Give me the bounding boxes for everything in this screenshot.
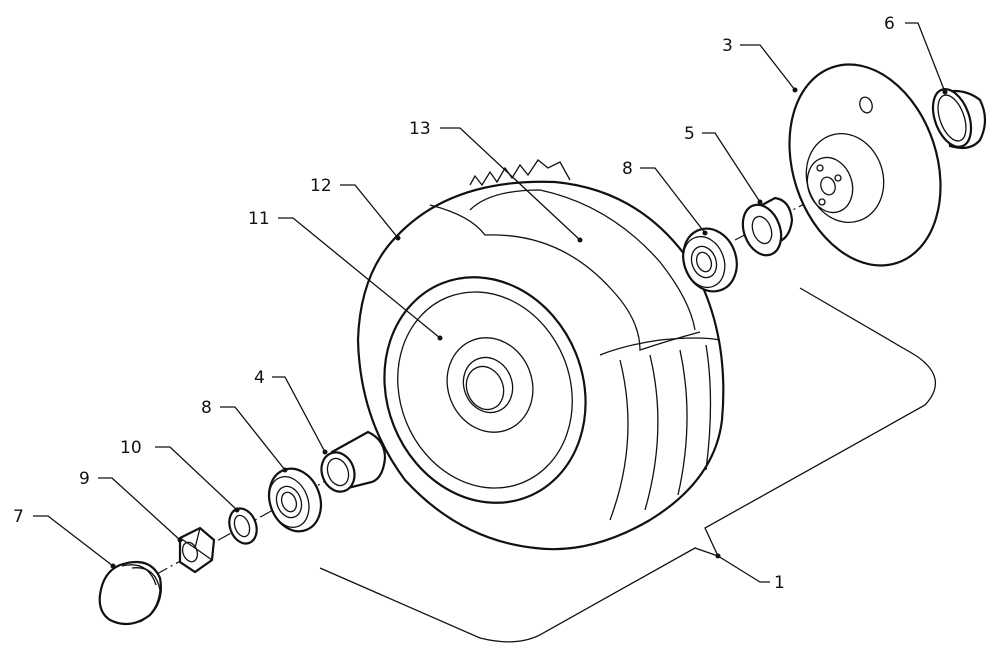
retaining-ring: [931, 88, 987, 150]
callout-4: 4: [254, 368, 265, 388]
hub-flange: [788, 63, 942, 267]
callout-12: 12: [310, 176, 332, 196]
hex-nut: [178, 526, 216, 574]
callout-7: 7: [13, 507, 24, 527]
callout-1: 1: [774, 573, 785, 593]
callout-8-left: 8: [201, 398, 212, 418]
assembly-bracket: [319, 287, 937, 643]
callout-10: 10: [120, 438, 142, 458]
spacer-sleeve: [320, 430, 387, 493]
leader-lines: [33, 22, 948, 583]
dust-cap: [98, 560, 162, 626]
ball-bearing-left: [267, 467, 323, 533]
callout-9: 9: [79, 469, 90, 489]
callout-labels: 3 6 13 5 8 12 11 4 8 10 9 7 1: [13, 14, 895, 593]
callout-13: 13: [409, 119, 431, 139]
flanged-bushing: [741, 196, 794, 257]
callout-3: 3: [722, 36, 733, 56]
callout-8-right: 8: [622, 159, 633, 179]
ball-bearing-right: [682, 227, 738, 293]
washer: [228, 507, 258, 545]
callout-11: 11: [248, 209, 270, 229]
callout-6: 6: [884, 14, 895, 34]
callout-5: 5: [684, 124, 695, 144]
